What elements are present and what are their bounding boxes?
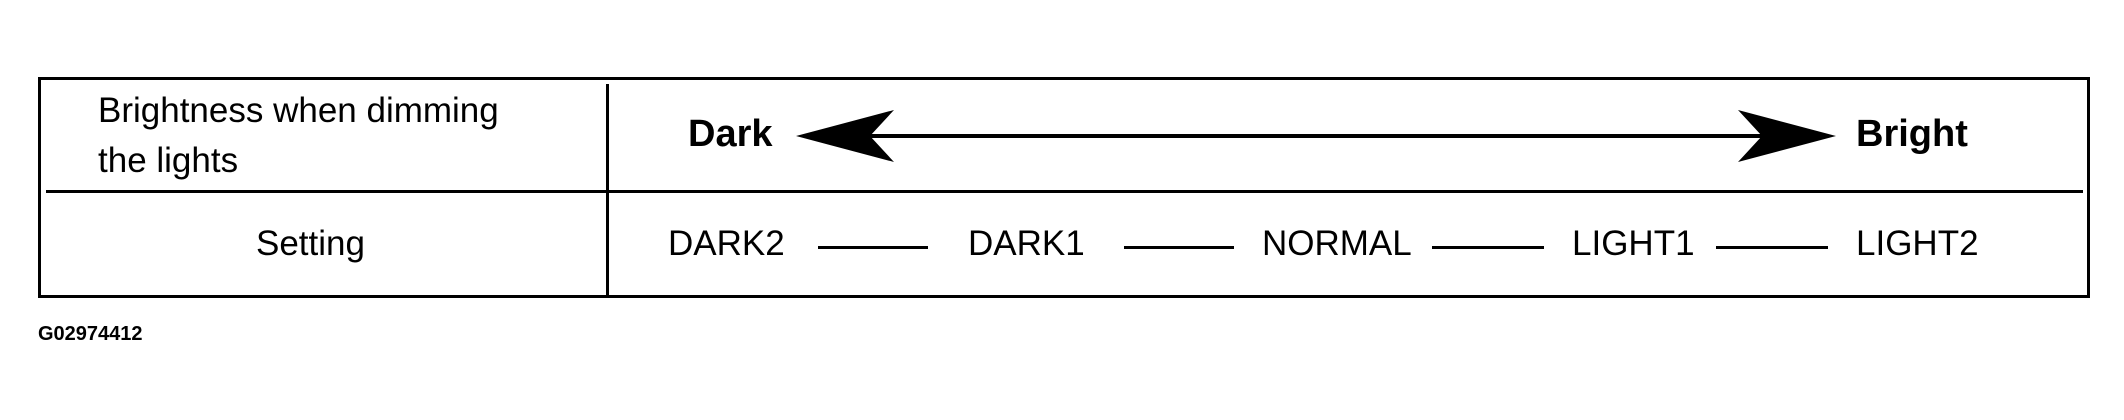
setting-connector	[1716, 246, 1828, 249]
setting-light2: LIGHT2	[1856, 224, 1979, 263]
dark-to-bright-arrow	[796, 110, 1836, 162]
setting-dark1: DARK1	[968, 224, 1085, 263]
brightness-label-line-2: the lights	[98, 141, 239, 180]
bright-end-label: Bright	[1856, 113, 1968, 155]
figure-id: G02974412	[38, 323, 143, 345]
setting-connector	[1124, 246, 1234, 249]
brightness-label: Brightness when dimming the lights	[98, 86, 598, 186]
setting-light1: LIGHT1	[1572, 224, 1695, 263]
setting-row-label: Setting	[256, 224, 365, 263]
setting-connector	[818, 246, 928, 249]
arrow-head-left	[796, 110, 894, 162]
setting-normal: NORMAL	[1262, 224, 1412, 263]
settings-table	[38, 77, 2090, 298]
brightness-label-line-1: Brightness when dimming	[98, 91, 499, 130]
row-divider	[46, 190, 2083, 193]
setting-connector	[1432, 246, 1544, 249]
arrow-head-right	[1738, 110, 1836, 162]
setting-dark2: DARK2	[668, 224, 785, 263]
dark-end-label: Dark	[688, 113, 773, 155]
